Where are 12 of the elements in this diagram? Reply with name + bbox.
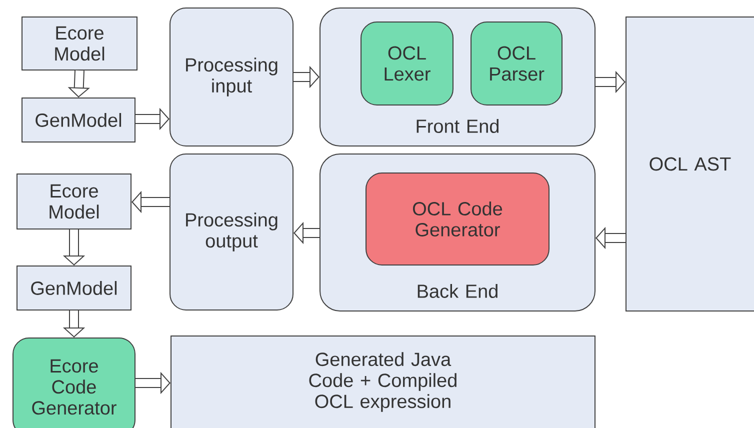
model-box: Ecore Model	[16, 174, 132, 230]
generator-box: Ecore Code Generator	[12, 338, 136, 428]
process-box: Processing input	[170, 8, 294, 146]
component-box: OCL Code Generator	[366, 172, 550, 266]
component-box: OCL Parser	[470, 22, 562, 106]
model-box: Ecore Model	[22, 16, 138, 70]
process-box: Processing output	[170, 154, 294, 310]
ast-box: OCL AST	[626, 16, 754, 312]
output-box: Generated Java Code + Compiled OCL expression	[170, 336, 596, 428]
component-box: OCL Lexer	[360, 22, 454, 106]
model-box: GenModel	[16, 266, 132, 310]
model-box: GenModel	[22, 98, 136, 142]
